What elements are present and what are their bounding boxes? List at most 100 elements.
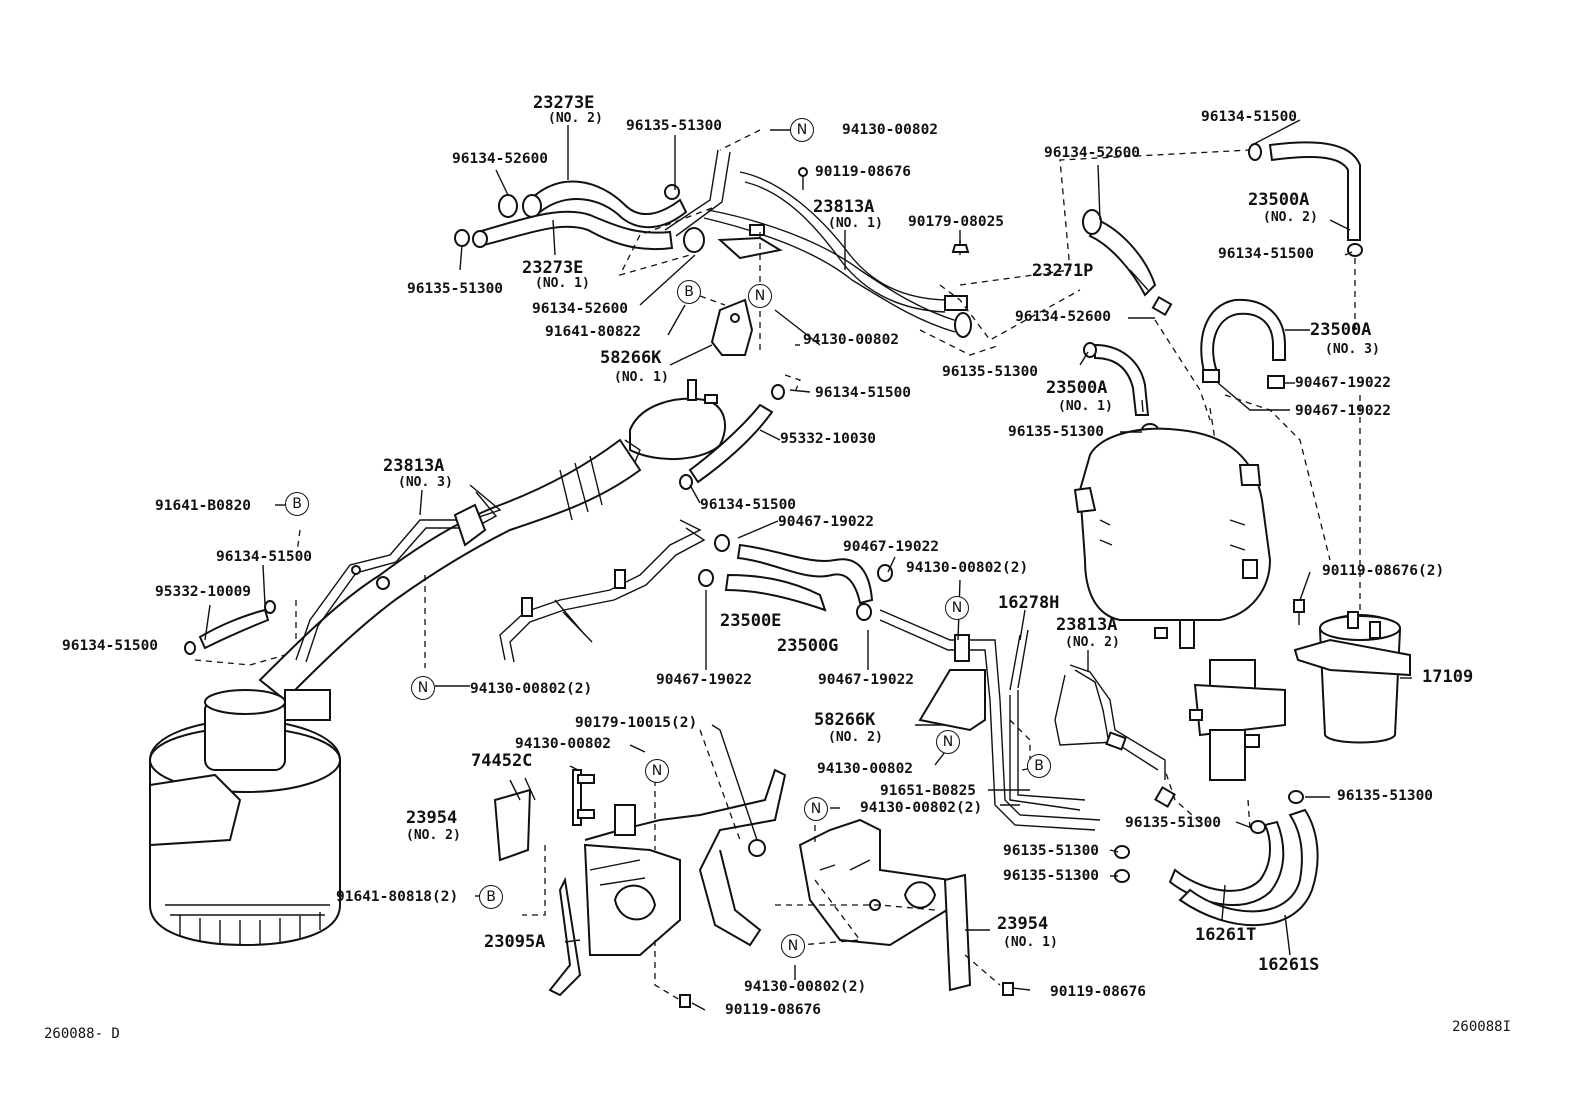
part-label: 96135-51300 xyxy=(1008,424,1105,440)
part-label-23813a-no2: 23813A xyxy=(1056,615,1118,635)
part-label-23813a-no3: 23813A xyxy=(383,456,445,476)
ref-marker-n: N xyxy=(748,284,772,308)
bracket-74452c xyxy=(572,769,595,826)
part-label-23954-no2: 23954 xyxy=(406,808,458,828)
ref-marker-b: B xyxy=(677,280,701,304)
clamp-icon xyxy=(679,474,693,490)
part-label-23500a-no1: 23500A xyxy=(1046,378,1108,398)
part-label-23500a-no3: 23500A xyxy=(1310,320,1372,340)
part-label: 90119-08676(2) xyxy=(1322,563,1445,579)
part-sublabel: (NO. 1) xyxy=(828,216,883,231)
vapor-tank xyxy=(1073,427,1272,649)
clamp-icon xyxy=(498,194,518,218)
hose-23273e-no1 xyxy=(472,210,674,251)
part-label: 96134-52600 xyxy=(452,151,549,167)
clamp-icon xyxy=(264,600,276,614)
part-label-23954-no1: 23954 xyxy=(997,914,1049,934)
clamp-icon xyxy=(771,384,785,400)
part-label: 94130-00802(2) xyxy=(744,979,867,995)
clamp-icon xyxy=(1114,845,1130,859)
clamp-icon xyxy=(714,534,730,552)
part-label: 90467-19022 xyxy=(1295,403,1392,419)
part-label: 91651-B0825 xyxy=(880,783,977,799)
diagram-code-right: 260088I xyxy=(1452,1019,1512,1035)
part-label: 96134-52600 xyxy=(1015,309,1112,325)
part-label: 96134-51500 xyxy=(62,638,159,654)
part-label-23813a-no1: 23813A xyxy=(813,197,875,217)
hose-23500g xyxy=(736,543,874,605)
part-label: 90179-08025 xyxy=(908,214,1005,230)
clamp-icon xyxy=(1347,243,1363,257)
part-label: 94130-00802(2) xyxy=(470,681,593,697)
part-label-23271p: 23271P xyxy=(1032,261,1094,281)
part-label-16261t: 16261T xyxy=(1195,925,1257,945)
part-label: 90467-19022 xyxy=(778,514,875,530)
part-label: 96135-51300 xyxy=(942,364,1039,380)
canister-17109 xyxy=(1293,611,1411,744)
bracket-23954-no1 xyxy=(798,818,972,992)
diagram-code-left: 260088- D xyxy=(44,1026,120,1042)
part-label-58266k-no1: 58266K xyxy=(600,348,662,368)
bracket-23954-no2 xyxy=(493,777,536,862)
part-label: 90179-10015(2) xyxy=(575,715,698,731)
part-sublabel: (NO. 1) xyxy=(535,276,590,291)
ref-marker-n: N xyxy=(645,759,669,783)
part-label: 95332-10009 xyxy=(155,584,252,600)
part-label: 90119-08676 xyxy=(725,1002,822,1018)
hose-95332-10030 xyxy=(688,403,774,484)
part-label: 96135-51300 xyxy=(626,118,723,134)
clamp-icon xyxy=(683,227,705,253)
part-label: 96134-51500 xyxy=(815,385,912,401)
bolt-90119 xyxy=(1293,599,1305,625)
hose-23500a-no2 xyxy=(1268,141,1361,241)
part-label: 96135-51300 xyxy=(407,281,504,297)
part-label-23500e: 23500E xyxy=(720,611,782,631)
part-label: 96135-51300 xyxy=(1125,815,1222,831)
air-cleaner-canister xyxy=(149,689,341,947)
clamp-icon xyxy=(184,641,196,655)
part-label: 96135-51300 xyxy=(1003,868,1100,884)
hose-23500a-no1 xyxy=(1094,343,1150,416)
clamp-icon xyxy=(698,569,714,587)
ref-marker-b: B xyxy=(479,885,503,909)
part-label: 90467-19022 xyxy=(818,672,915,688)
part-label: 90119-08676 xyxy=(815,164,912,180)
part-label: 95332-10030 xyxy=(780,431,877,447)
part-sublabel: (NO. 2) xyxy=(406,828,461,843)
part-label: 96134-51500 xyxy=(216,549,313,565)
part-label: 94130-00802(2) xyxy=(906,560,1029,576)
ref-marker-n: N xyxy=(790,118,814,142)
hose-95332-10009 xyxy=(198,608,270,650)
clamp-icon xyxy=(1267,375,1285,389)
part-sublabel: (NO. 2) xyxy=(548,111,603,126)
part-sublabel: (NO. 3) xyxy=(398,475,453,490)
part-sublabel: (NO. 2) xyxy=(1065,635,1120,650)
part-label: 94130-00802 xyxy=(515,736,612,752)
part-label: 91641-80822 xyxy=(545,324,642,340)
ref-marker-n: N xyxy=(936,730,960,754)
pipe-middle xyxy=(499,519,706,663)
pipe-23813a-no2 xyxy=(1054,664,1176,808)
part-label: 94130-00802 xyxy=(842,122,939,138)
part-label: 96135-51300 xyxy=(1003,843,1100,859)
resonator-95332 xyxy=(619,379,726,463)
hose-23500a-no3 xyxy=(1200,298,1286,377)
clamp-icon xyxy=(1250,820,1266,834)
pipe-23813a-no3 xyxy=(295,484,502,663)
part-label-16278h: 16278H xyxy=(998,593,1060,613)
hose-23273e-no2 xyxy=(522,180,688,229)
clamp-icon xyxy=(1248,143,1262,161)
part-label-17109: 17109 xyxy=(1422,667,1474,687)
part-sublabel: (NO. 1) xyxy=(1058,399,1113,414)
vsv-valve xyxy=(1189,659,1286,781)
part-label: 96134-52600 xyxy=(1044,145,1141,161)
part-label: 91641-80818(2) xyxy=(336,889,459,905)
clamp-icon xyxy=(1151,295,1173,317)
clamp-icon xyxy=(856,603,872,621)
clamp-icon xyxy=(454,229,470,247)
ref-marker-b: B xyxy=(285,492,309,516)
ref-marker-n: N xyxy=(411,676,435,700)
part-label: 94130-00802 xyxy=(817,761,914,777)
